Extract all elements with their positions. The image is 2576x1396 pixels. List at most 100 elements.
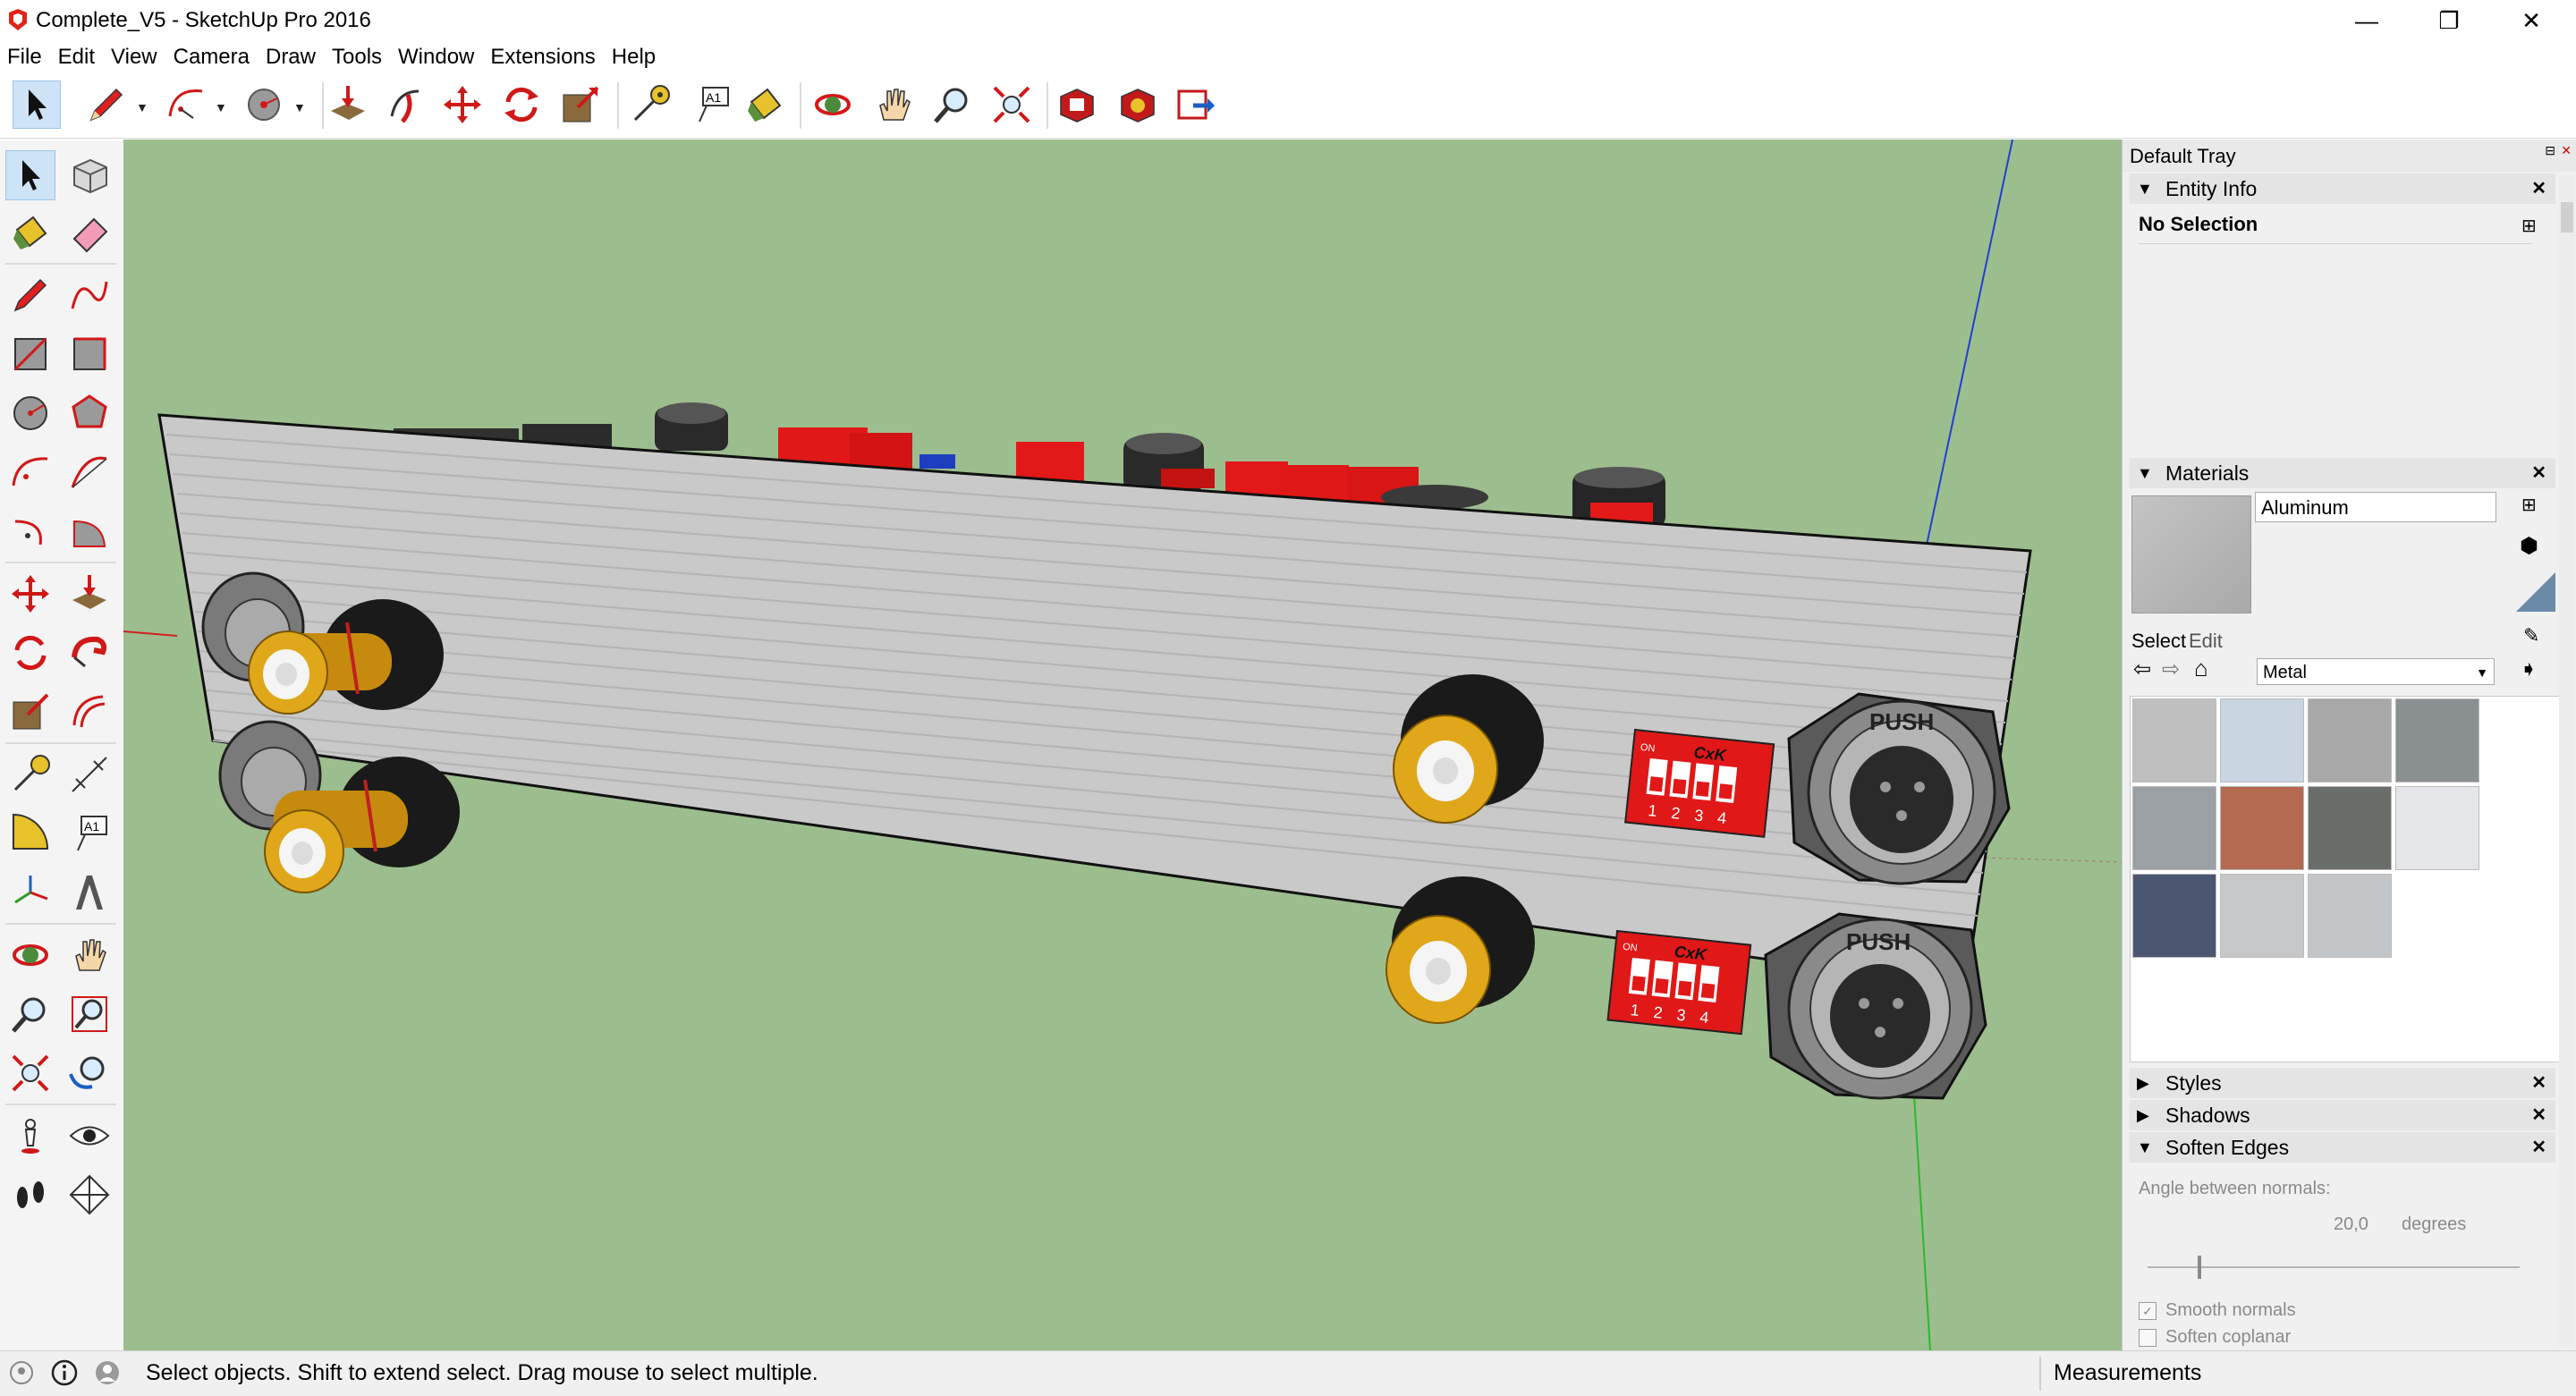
section-plane-tool[interactable] bbox=[64, 1170, 114, 1220]
warehouse-button[interactable] bbox=[1052, 80, 1100, 129]
menu-draw[interactable]: Draw bbox=[265, 45, 316, 69]
select-tool-left[interactable] bbox=[5, 150, 55, 200]
soften-coplanar-checkbox[interactable] bbox=[2139, 1329, 2157, 1347]
push-pull-tool-button[interactable] bbox=[324, 80, 372, 129]
tab-edit[interactable]: Edit bbox=[2189, 630, 2223, 652]
angle-slider-track[interactable] bbox=[2148, 1266, 2520, 1268]
drawing-viewport[interactable]: CxK ON 1 2 3 4 CxK ON 1 2 3 4 PU bbox=[123, 140, 2122, 1350]
close-panel-icon[interactable]: ✕ bbox=[2531, 463, 2546, 483]
forward-arrow-icon[interactable]: ⇨ bbox=[2162, 657, 2181, 681]
back-arrow-icon[interactable]: ⇦ bbox=[2133, 657, 2152, 681]
material-swatch[interactable] bbox=[2132, 698, 2216, 783]
follow-me-tool[interactable] bbox=[64, 628, 114, 678]
material-swatch[interactable] bbox=[2132, 786, 2216, 870]
pan-tool-button[interactable] bbox=[869, 80, 918, 129]
display-secondary-icon[interactable]: ⬢ bbox=[2520, 534, 2538, 558]
restore-button[interactable]: ❐ bbox=[2438, 6, 2460, 34]
soften-edges-header[interactable]: ▼ Soften Edges ✕ bbox=[2130, 1132, 2555, 1163]
3d-text-tool[interactable] bbox=[64, 867, 114, 918]
material-swatch[interactable] bbox=[2220, 698, 2304, 783]
minimize-button[interactable]: — bbox=[2355, 6, 2378, 34]
close-panel-icon[interactable]: ✕ bbox=[2531, 1138, 2546, 1157]
measurements-input[interactable] bbox=[2209, 1357, 2567, 1391]
material-swatch[interactable] bbox=[2308, 786, 2392, 870]
details-arrow-icon[interactable]: ➧ bbox=[2520, 657, 2538, 681]
entity-info-header[interactable]: ▼ Entity Info ✕ bbox=[2130, 173, 2555, 204]
pencil-tool-button[interactable] bbox=[82, 80, 131, 129]
scale-tool-button[interactable] bbox=[556, 80, 605, 129]
paint-bucket-tool-left[interactable] bbox=[5, 207, 55, 258]
move-tool[interactable] bbox=[5, 569, 55, 619]
rotate-tool[interactable] bbox=[5, 628, 55, 678]
menu-view[interactable]: View bbox=[111, 45, 157, 69]
material-swatch[interactable] bbox=[2395, 698, 2479, 783]
protractor-tool[interactable] bbox=[5, 808, 55, 859]
materials-header[interactable]: ▼ Materials ✕ bbox=[2130, 458, 2555, 488]
tray-close-icon[interactable]: ✕ bbox=[2561, 143, 2572, 157]
sample-paint-icon[interactable] bbox=[2516, 572, 2555, 612]
material-swatch[interactable] bbox=[2220, 874, 2304, 958]
rotated-rectangle-tool[interactable] bbox=[64, 329, 114, 379]
shadows-header[interactable]: ▶ Shadows ✕ bbox=[2130, 1100, 2555, 1130]
details-toggle-icon[interactable]: ⊞ bbox=[2521, 216, 2537, 236]
tray-scrollbar[interactable] bbox=[2559, 175, 2575, 1347]
close-panel-icon[interactable]: ✕ bbox=[2531, 1073, 2546, 1093]
chevron-down-icon[interactable]: ▼ bbox=[293, 100, 306, 114]
dimension-tool[interactable] bbox=[64, 749, 114, 800]
material-name-field[interactable]: Aluminum bbox=[2255, 492, 2496, 522]
tape-measure-tool[interactable] bbox=[5, 749, 55, 800]
make-component-tool[interactable] bbox=[64, 150, 114, 200]
orbit-tool[interactable] bbox=[5, 930, 55, 980]
polygon-tool[interactable] bbox=[64, 388, 114, 438]
paint-bucket-tool-button[interactable] bbox=[741, 80, 789, 129]
tray-pin-icon[interactable]: ⊟ bbox=[2545, 143, 2555, 157]
text-tool-button[interactable]: A1 bbox=[687, 80, 735, 129]
move-tool-button[interactable] bbox=[438, 80, 487, 129]
tab-select[interactable]: Select bbox=[2131, 630, 2187, 652]
menu-window[interactable]: Window bbox=[398, 45, 475, 69]
zoom-window-tool[interactable] bbox=[64, 989, 114, 1039]
material-swatch[interactable] bbox=[2132, 874, 2216, 958]
close-panel-icon[interactable]: ✕ bbox=[2531, 179, 2546, 199]
create-material-icon[interactable]: ⊞ bbox=[2521, 495, 2537, 515]
home-icon[interactable]: ⌂ bbox=[2194, 655, 2208, 681]
offset-tool[interactable] bbox=[64, 687, 114, 737]
select-tool-button[interactable] bbox=[13, 80, 61, 129]
menu-help[interactable]: Help bbox=[611, 45, 657, 69]
walk-tool[interactable] bbox=[5, 1170, 55, 1220]
rotate-tool-button[interactable] bbox=[497, 80, 546, 129]
material-swatch[interactable] bbox=[2308, 698, 2392, 783]
chevron-down-icon[interactable]: ▼ bbox=[136, 100, 148, 114]
close-panel-icon[interactable]: ✕ bbox=[2531, 1105, 2546, 1125]
follow-me-tool-button[interactable] bbox=[381, 80, 429, 129]
rectangle-tool[interactable] bbox=[5, 329, 55, 379]
tray-scrollbar-thumb[interactable] bbox=[2561, 202, 2573, 233]
pie-tool[interactable] bbox=[64, 506, 114, 556]
info-icon[interactable] bbox=[50, 1358, 79, 1387]
orbit-tool-button[interactable] bbox=[809, 80, 857, 129]
menu-extensions[interactable]: Extensions bbox=[490, 45, 596, 69]
smooth-normals-checkbox[interactable]: ✓ bbox=[2139, 1302, 2157, 1320]
material-swatch[interactable] bbox=[2395, 786, 2479, 870]
arc-tool[interactable] bbox=[5, 447, 55, 497]
material-swatch[interactable] bbox=[2220, 786, 2304, 870]
three-point-arc-tool[interactable] bbox=[5, 506, 55, 556]
eraser-tool[interactable] bbox=[64, 207, 114, 258]
zoom-tool-button[interactable] bbox=[928, 80, 977, 129]
close-window-button[interactable]: ✕ bbox=[2521, 6, 2541, 34]
menu-camera[interactable]: Camera bbox=[173, 45, 250, 69]
menu-tools[interactable]: Tools bbox=[332, 45, 383, 69]
extension-warehouse-button[interactable] bbox=[1113, 80, 1161, 129]
pan-tool[interactable] bbox=[64, 930, 114, 980]
zoom-tool[interactable] bbox=[5, 989, 55, 1039]
line-tool[interactable] bbox=[5, 270, 55, 320]
arc-tool-button[interactable] bbox=[161, 80, 209, 129]
styles-header[interactable]: ▶ Styles ✕ bbox=[2130, 1068, 2555, 1098]
freehand-tool[interactable] bbox=[64, 270, 114, 320]
text-tool[interactable]: A1 bbox=[64, 808, 114, 859]
two-point-arc-tool[interactable] bbox=[64, 447, 114, 497]
previous-view-tool[interactable] bbox=[64, 1048, 114, 1098]
zoom-extents-tool[interactable] bbox=[5, 1048, 55, 1098]
menu-file[interactable]: File bbox=[7, 45, 42, 69]
material-swatch[interactable] bbox=[2308, 874, 2392, 958]
